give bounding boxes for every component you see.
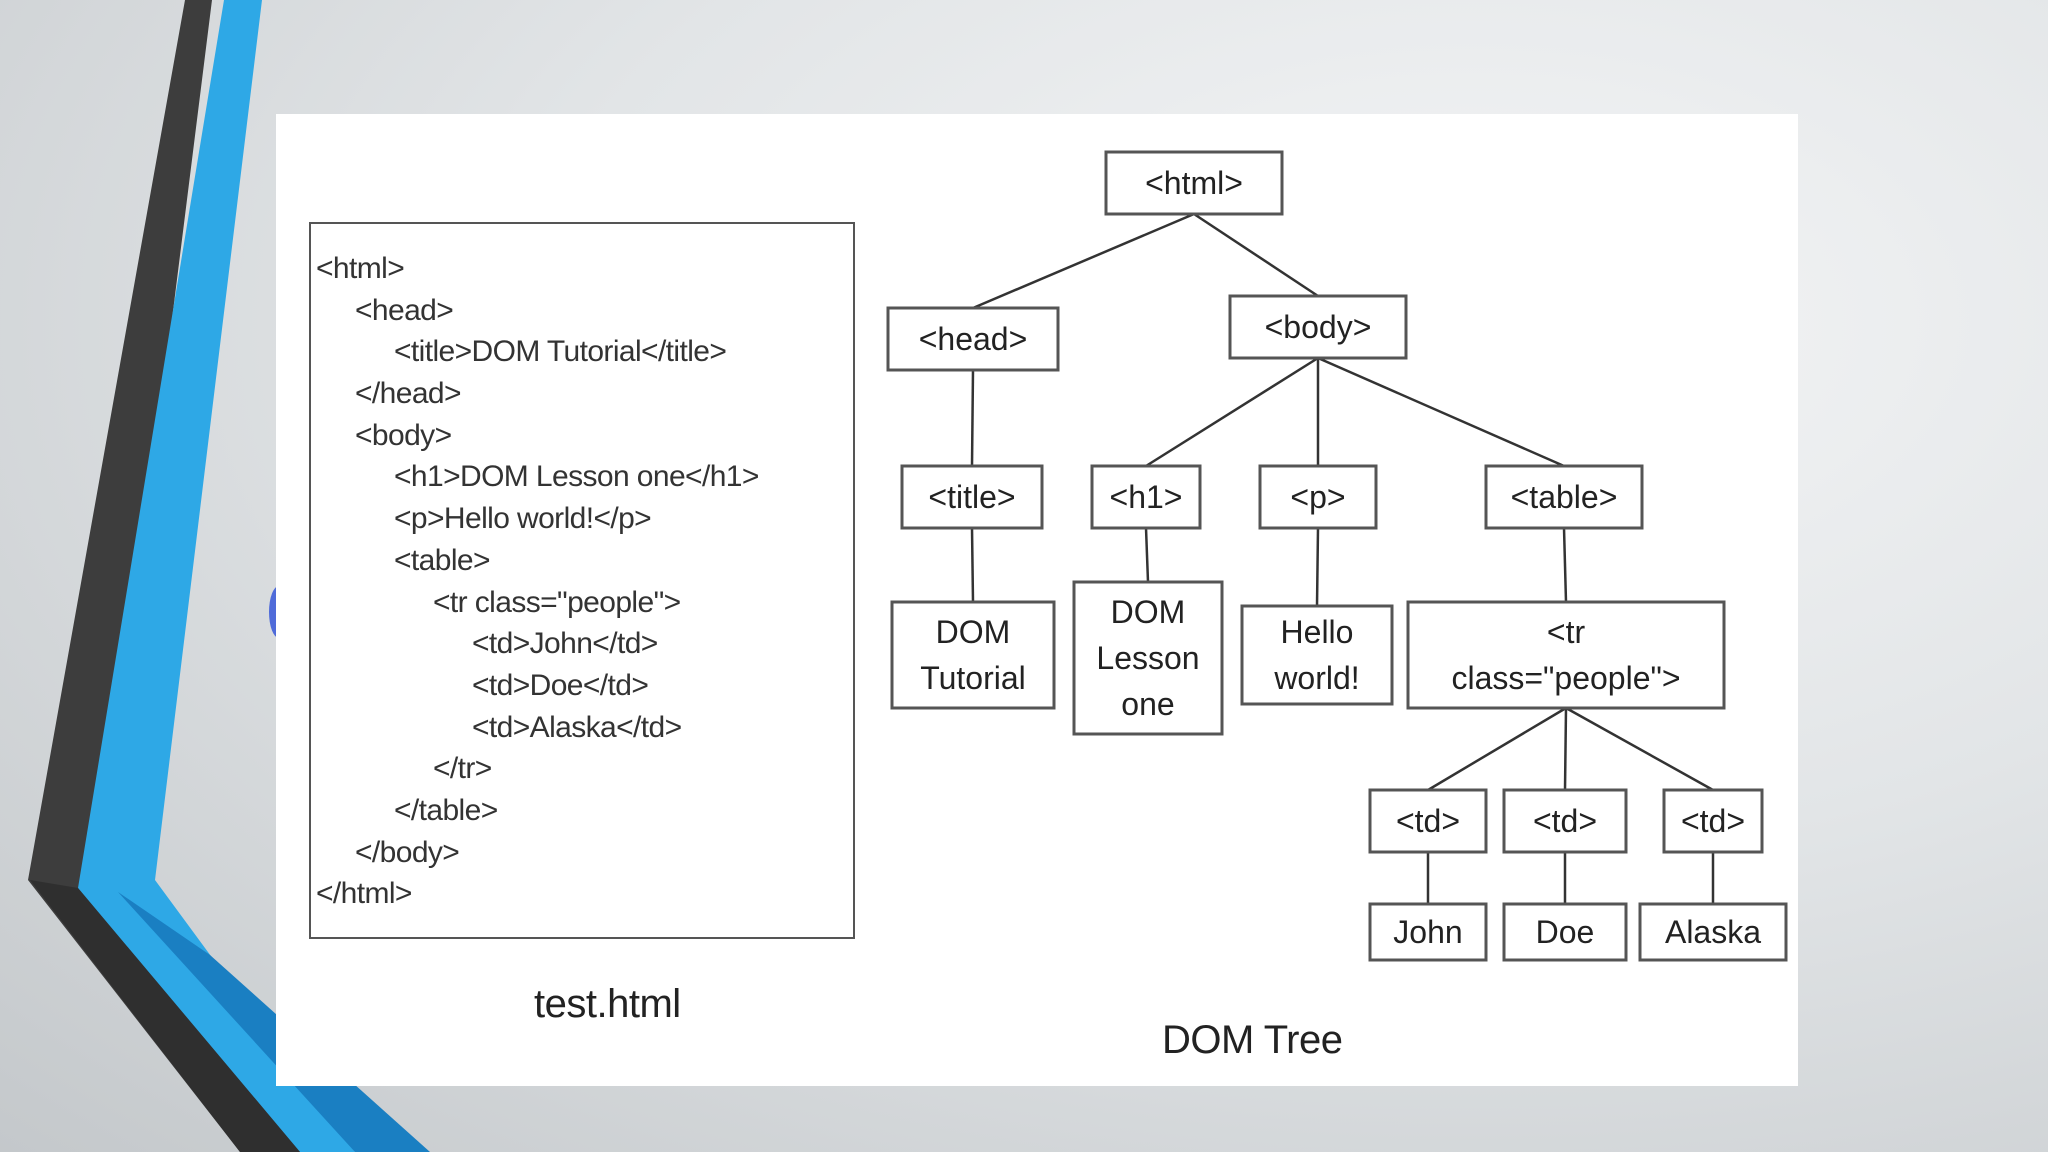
node-box bbox=[1090, 464, 1202, 530]
code-line: <table> bbox=[394, 543, 491, 577]
node-label: <table> bbox=[1511, 479, 1618, 515]
head-node: <head> bbox=[886, 306, 1060, 372]
node-label: one bbox=[1121, 686, 1174, 722]
node-box bbox=[1104, 150, 1284, 216]
edge-html-body bbox=[1193, 212, 1319, 298]
john-text-node: John bbox=[1368, 902, 1488, 962]
code-line: </body> bbox=[355, 835, 460, 869]
h1-node: <h1> bbox=[1090, 464, 1202, 530]
body-node: <body> bbox=[1228, 294, 1408, 360]
h1-text-node: DOM Lesson one bbox=[1072, 580, 1224, 736]
code-caption: test.html bbox=[534, 982, 681, 1026]
node-box bbox=[890, 600, 1056, 710]
code-line: <body> bbox=[355, 418, 452, 452]
blue-stripe bbox=[78, 0, 355, 1152]
node-box bbox=[1240, 604, 1394, 706]
node-label: <td> bbox=[1533, 803, 1597, 839]
html-source-box: <html> <head> <title>DOM Tutorial</title> <… bbox=[309, 222, 855, 939]
edge-head-title bbox=[970, 369, 975, 467]
node-label: <title> bbox=[928, 479, 1015, 515]
code-line: <title>DOM Tutorial</title> bbox=[394, 335, 727, 369]
alaska-text-node: Alaska bbox=[1638, 902, 1788, 962]
node-label: Hello bbox=[1281, 614, 1354, 650]
tree-edges bbox=[970, 212, 1715, 904]
node-label: Doe bbox=[1536, 914, 1595, 950]
title-node: <title> bbox=[900, 464, 1044, 530]
node-label: Tutorial bbox=[920, 660, 1026, 696]
code-line: <td>Doe</td> bbox=[472, 668, 649, 702]
node-label: class="people"> bbox=[1451, 660, 1680, 696]
edge-body-h1 bbox=[1145, 356, 1319, 468]
edge-tr-td2 bbox=[1563, 707, 1568, 791]
node-box bbox=[900, 464, 1044, 530]
table-node: <table> bbox=[1484, 464, 1644, 530]
node-label: DOM bbox=[1111, 594, 1186, 630]
edge-p-p_text bbox=[1315, 527, 1320, 607]
code-line: <td>John</td> bbox=[472, 627, 658, 661]
node-label: <td> bbox=[1396, 803, 1460, 839]
node-label: <head> bbox=[919, 321, 1028, 357]
node-box bbox=[1368, 902, 1488, 962]
node-label: John bbox=[1393, 914, 1462, 950]
node-label: <body> bbox=[1265, 309, 1372, 345]
node-label: Alaska bbox=[1665, 914, 1761, 950]
td-node-2: <td> bbox=[1502, 788, 1628, 854]
code-line: </head> bbox=[355, 377, 462, 411]
node-box bbox=[1258, 464, 1378, 530]
code-line: <html> bbox=[316, 252, 405, 285]
node-box bbox=[1228, 294, 1408, 360]
p-node: <p> bbox=[1258, 464, 1378, 530]
code-line: <p>Hello world!</p> bbox=[394, 502, 652, 536]
node-box bbox=[1502, 902, 1628, 962]
node-box bbox=[1662, 788, 1764, 854]
node-label: world! bbox=[1273, 660, 1359, 696]
code-line: <h1>DOM Lesson one</h1> bbox=[394, 460, 759, 494]
edge-h1-h1_text bbox=[1144, 527, 1150, 583]
html-source-lines: <html> <head> <title>DOM Tutorial</title> <… bbox=[316, 248, 759, 915]
dom-diagram-figure: <html> <head> <title>DOM Tutorial</title> <… bbox=[276, 114, 1798, 1086]
code-line: <td>Alaska</td> bbox=[472, 710, 682, 744]
code-line: </html> bbox=[316, 877, 412, 911]
node-box bbox=[1638, 902, 1788, 962]
tree-caption: DOM Tree bbox=[1162, 1018, 1343, 1062]
code-line: </table> bbox=[394, 793, 498, 827]
edge-tr-td3 bbox=[1565, 706, 1714, 792]
edge-body-table bbox=[1317, 356, 1565, 468]
html-node: <html> bbox=[1104, 150, 1284, 216]
node-label: <tr bbox=[1547, 614, 1586, 650]
code-line: <tr class="people"> bbox=[433, 585, 681, 619]
code-line: <head> bbox=[355, 293, 454, 327]
node-label: <td> bbox=[1681, 803, 1745, 839]
node-box bbox=[1502, 788, 1628, 854]
node-box bbox=[1406, 600, 1726, 710]
edge-table-tr bbox=[1562, 527, 1568, 603]
tr-node: <tr class="people"> bbox=[1406, 600, 1726, 710]
dom-tree: <html> <head> <body> <title> DOM Tutorial <h1>… bbox=[886, 150, 1788, 962]
edge-title-title_text bbox=[970, 527, 975, 603]
node-box bbox=[1368, 788, 1488, 854]
node-box bbox=[1072, 580, 1224, 736]
doe-text-node: Doe bbox=[1502, 902, 1628, 962]
edge-tr-td1 bbox=[1427, 706, 1567, 792]
edge-html-head bbox=[972, 212, 1195, 310]
node-box bbox=[886, 306, 1060, 372]
code-line: </tr> bbox=[433, 752, 492, 786]
title-text-node: DOM Tutorial bbox=[890, 600, 1056, 710]
tree-nodes: <html> <head> <body> <title> DOM Tutorial <h1>… bbox=[886, 150, 1788, 962]
td-node-1: <td> bbox=[1368, 788, 1488, 854]
deep-blue-wedge bbox=[118, 892, 430, 1152]
node-label: <html> bbox=[1145, 165, 1243, 201]
td-node-3: <td> bbox=[1662, 788, 1764, 854]
lower-dark-wedge bbox=[30, 880, 300, 1152]
node-label: Lesson bbox=[1096, 640, 1199, 676]
node-label: DOM bbox=[936, 614, 1011, 650]
node-label: <h1> bbox=[1110, 479, 1183, 515]
node-box bbox=[1484, 464, 1644, 530]
node-label: <p> bbox=[1290, 479, 1345, 515]
p-text-node: Hello world! bbox=[1240, 604, 1394, 706]
